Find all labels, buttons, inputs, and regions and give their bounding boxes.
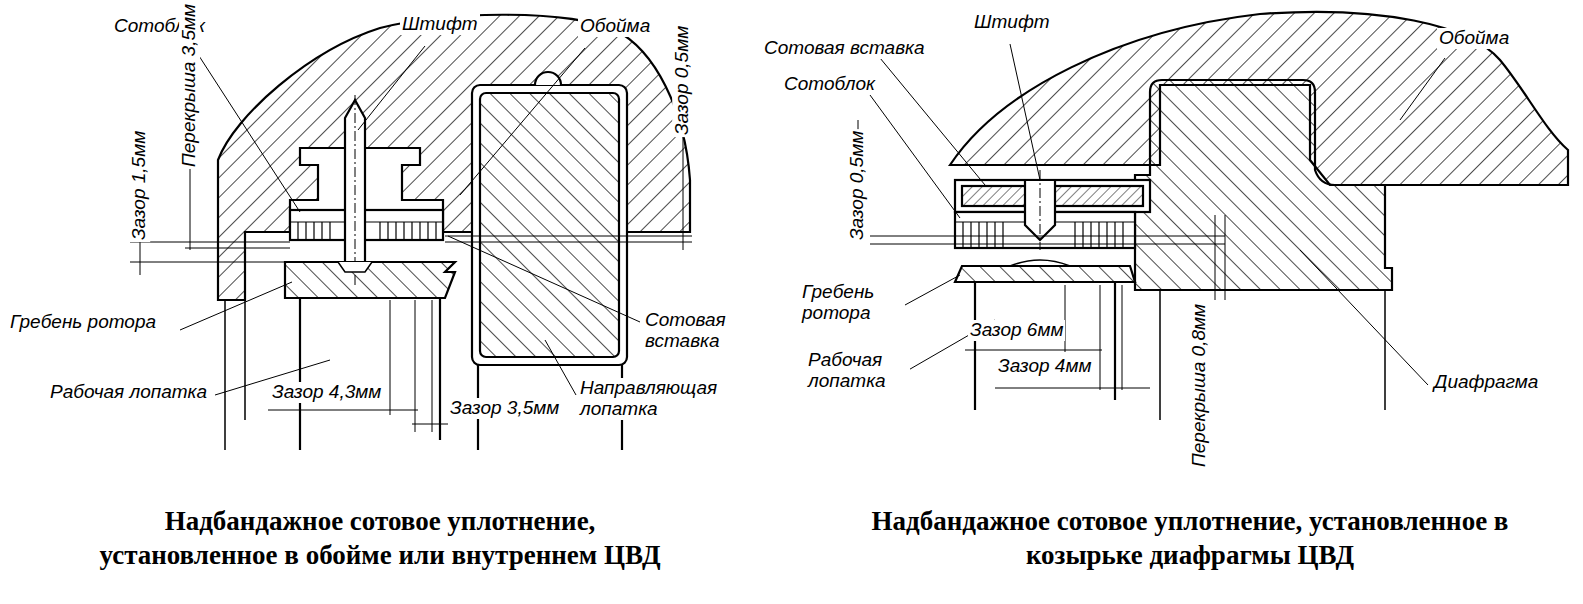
part-label: Сотовая вставка — [762, 38, 927, 59]
part-label: Сотовая вставка — [643, 310, 747, 352]
dimension-label: Зазор 1,5мм — [130, 128, 151, 241]
dimension-label: Перекрыша 0,8мм — [1190, 301, 1211, 468]
figure-caption: Надбандажное сотовое уплотнение, установ… — [868, 505, 1512, 573]
dimension-label: Перекрыша 3,5мм — [180, 1, 201, 168]
part-label: Обойма — [578, 16, 652, 37]
part-label: Обойма — [1437, 28, 1511, 49]
part-label: Гребень ротора — [800, 282, 904, 324]
part-label: Рабочая лопатка — [806, 350, 910, 392]
right-assembly — [858, 12, 1568, 420]
part-label: Зазор 4мм — [996, 356, 1093, 377]
dimension-label: Зазор 0,5мм — [673, 23, 694, 136]
part-label: Сотоблок — [782, 74, 877, 95]
part-label: Штифт — [972, 12, 1052, 33]
part-label: Диафрагма — [1432, 372, 1540, 393]
part-label: Зазор 3,5мм — [448, 398, 561, 419]
part-label: Рабочая лопатка — [48, 382, 209, 403]
dimension-label: Зазор 0,5мм — [848, 128, 869, 241]
part-label: Гребень ротора — [8, 312, 158, 333]
part-label: Направляющая лопатка — [578, 378, 722, 420]
part-label: Зазор 4,3мм — [270, 382, 383, 403]
part-label: Штифт — [400, 14, 480, 35]
figure-caption: Надбандажное сотовое уплотнение, установ… — [78, 505, 682, 573]
part-label: Зазор 6мм — [968, 320, 1065, 341]
